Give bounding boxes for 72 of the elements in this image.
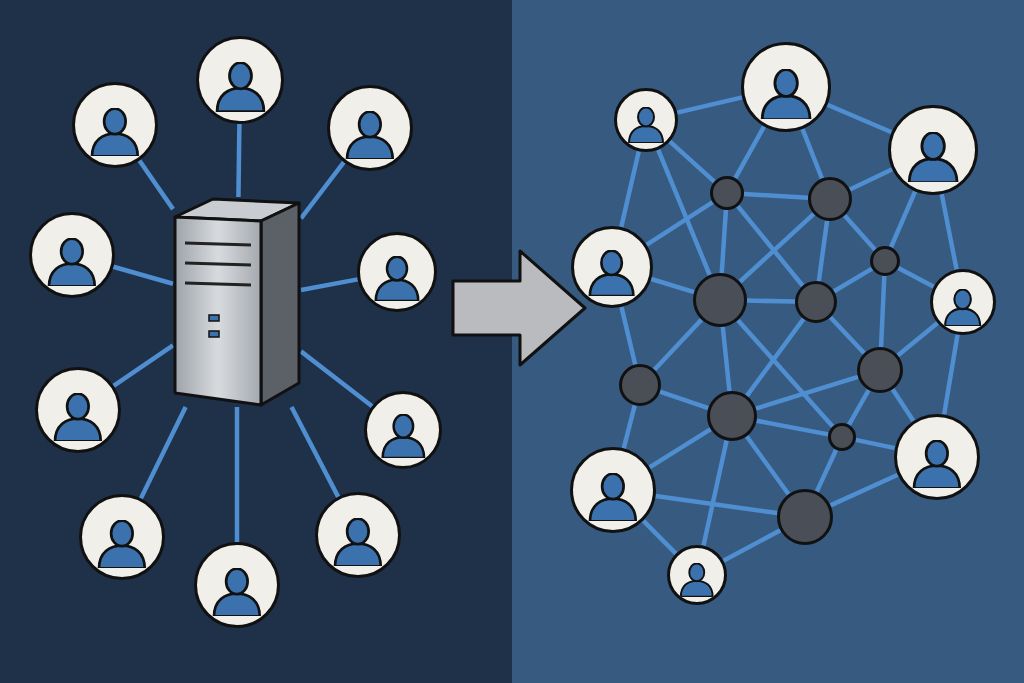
connection-line bbox=[676, 95, 743, 115]
connection-line bbox=[738, 212, 816, 284]
connection-line bbox=[897, 266, 935, 289]
connection-line bbox=[289, 405, 341, 498]
network-node-circle bbox=[808, 177, 852, 221]
connection-line bbox=[746, 298, 796, 304]
connection-line bbox=[814, 448, 839, 493]
connection-line bbox=[719, 209, 729, 274]
connection-line bbox=[641, 519, 678, 556]
connection-line bbox=[848, 167, 894, 192]
connection-line bbox=[656, 148, 712, 276]
connection-line bbox=[888, 190, 918, 249]
connection-line bbox=[941, 334, 960, 415]
connection-line bbox=[745, 317, 806, 398]
connection-line bbox=[878, 275, 887, 348]
user-avatar-circle bbox=[667, 545, 727, 605]
server-drawing bbox=[173, 197, 301, 407]
connection-line bbox=[619, 150, 641, 228]
connection-line bbox=[652, 318, 704, 372]
connection-line bbox=[842, 213, 877, 252]
connection-line bbox=[138, 406, 188, 500]
connection-line bbox=[648, 427, 712, 470]
connection-line bbox=[736, 318, 835, 429]
connection-line bbox=[829, 472, 899, 508]
connection-line bbox=[736, 204, 805, 288]
network-node-circle bbox=[857, 347, 903, 393]
connection-line bbox=[234, 407, 240, 542]
connection-line bbox=[756, 418, 829, 437]
connection-line bbox=[846, 388, 871, 426]
connection-line bbox=[112, 264, 174, 286]
connection-line bbox=[939, 193, 959, 271]
network-node-circle bbox=[619, 364, 661, 406]
connection-line bbox=[650, 276, 695, 295]
connection-line bbox=[619, 306, 638, 366]
connection-line bbox=[855, 437, 896, 451]
connection-line bbox=[800, 128, 825, 180]
connection-line bbox=[668, 139, 716, 184]
network-node-circle bbox=[870, 246, 900, 276]
connection-line bbox=[236, 123, 242, 198]
connection-line bbox=[299, 160, 346, 220]
connection-line bbox=[720, 326, 732, 392]
network-node-circle bbox=[828, 423, 856, 451]
panel-background bbox=[512, 0, 1024, 683]
connection-line bbox=[826, 102, 893, 135]
connection-line bbox=[645, 200, 714, 247]
connection-line bbox=[655, 493, 778, 516]
network-node-circle bbox=[710, 176, 744, 210]
user-avatar-circle bbox=[571, 226, 653, 308]
connection-line bbox=[112, 343, 175, 388]
connection-line bbox=[890, 388, 916, 423]
connection-line bbox=[300, 277, 359, 293]
connection-line bbox=[701, 439, 729, 547]
connection-line bbox=[659, 389, 710, 411]
network-node-circle bbox=[795, 281, 837, 323]
connection-line bbox=[743, 191, 809, 200]
block-arrow bbox=[451, 249, 587, 367]
connection-line bbox=[816, 220, 830, 282]
connection-line bbox=[755, 374, 859, 411]
connection-line bbox=[733, 125, 767, 180]
connection-line bbox=[722, 528, 782, 563]
connection-line bbox=[832, 266, 874, 294]
connection-line bbox=[621, 404, 637, 449]
user-avatar-circle bbox=[614, 88, 678, 152]
panel-background bbox=[0, 0, 512, 683]
connection-line bbox=[896, 321, 939, 358]
network-node-circle bbox=[707, 391, 757, 441]
network-node-circle bbox=[693, 273, 747, 327]
connection-line bbox=[299, 349, 374, 408]
connection-line bbox=[828, 315, 866, 355]
network-node-circle bbox=[777, 489, 833, 545]
connection-line bbox=[137, 159, 175, 211]
connection-line bbox=[744, 434, 791, 496]
